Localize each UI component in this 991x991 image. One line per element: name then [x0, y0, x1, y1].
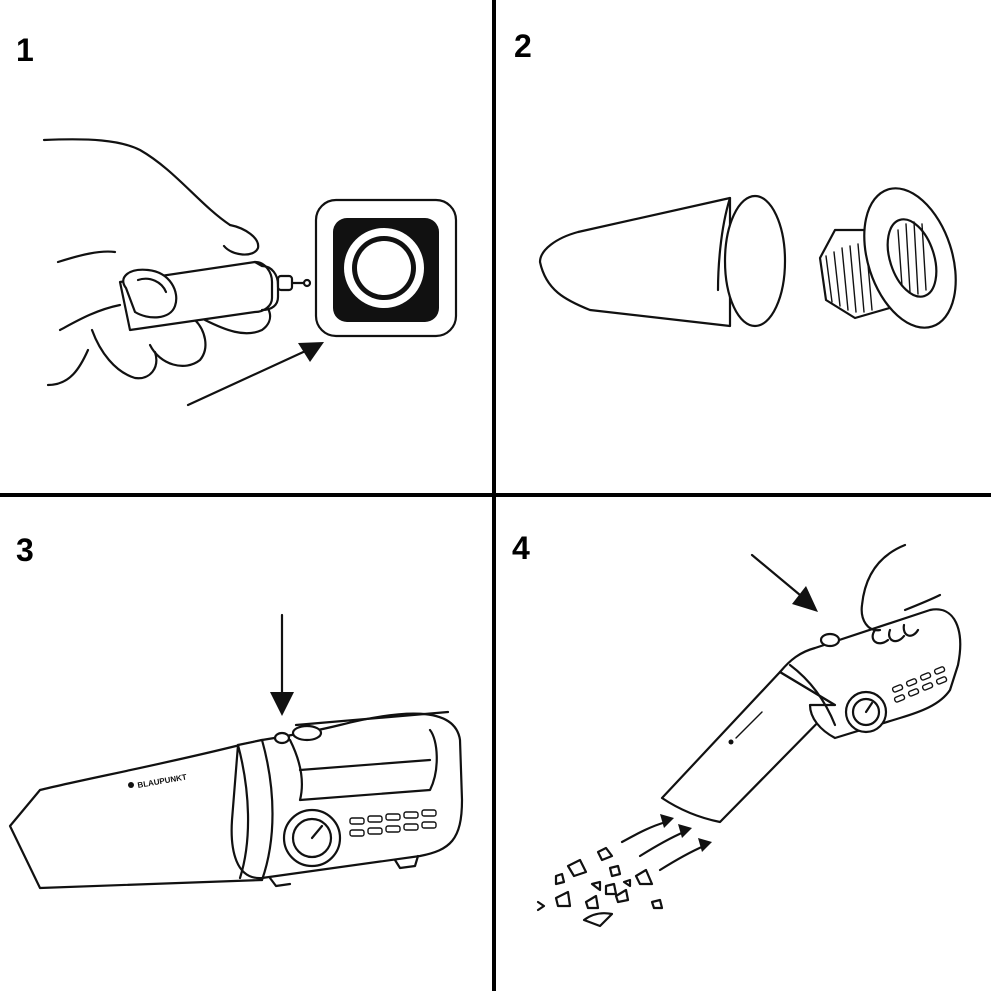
vacuum-body-icon: [8, 710, 464, 890]
suction-arrows-icon: [620, 814, 712, 872]
step-number-3: 3: [16, 532, 34, 568]
debris-icon: [536, 846, 664, 928]
press-arrow-angled-icon: [750, 553, 818, 612]
insert-arrow-icon: [186, 342, 324, 407]
step-number-2: 2: [514, 28, 532, 64]
car-socket-icon: [314, 198, 458, 338]
step-1-illustration: [42, 138, 458, 407]
step-number-4: 4: [512, 530, 530, 566]
power-button-icon: [291, 724, 323, 742]
step-4-illustration: [536, 543, 962, 928]
hand-on-vacuum-icon: [860, 543, 942, 645]
nozzle-icon: [538, 194, 787, 328]
filter-icon: [818, 187, 957, 329]
press-arrow-icon: [270, 613, 294, 716]
cigarette-plug-icon: [118, 260, 312, 332]
step-number-1: 1: [16, 32, 34, 68]
vacuum-angled-icon: [660, 608, 962, 824]
step-2-illustration: [538, 187, 957, 329]
step-3-illustration: BLAUPUNKT: [8, 613, 464, 890]
hand-icon: [42, 138, 272, 387]
